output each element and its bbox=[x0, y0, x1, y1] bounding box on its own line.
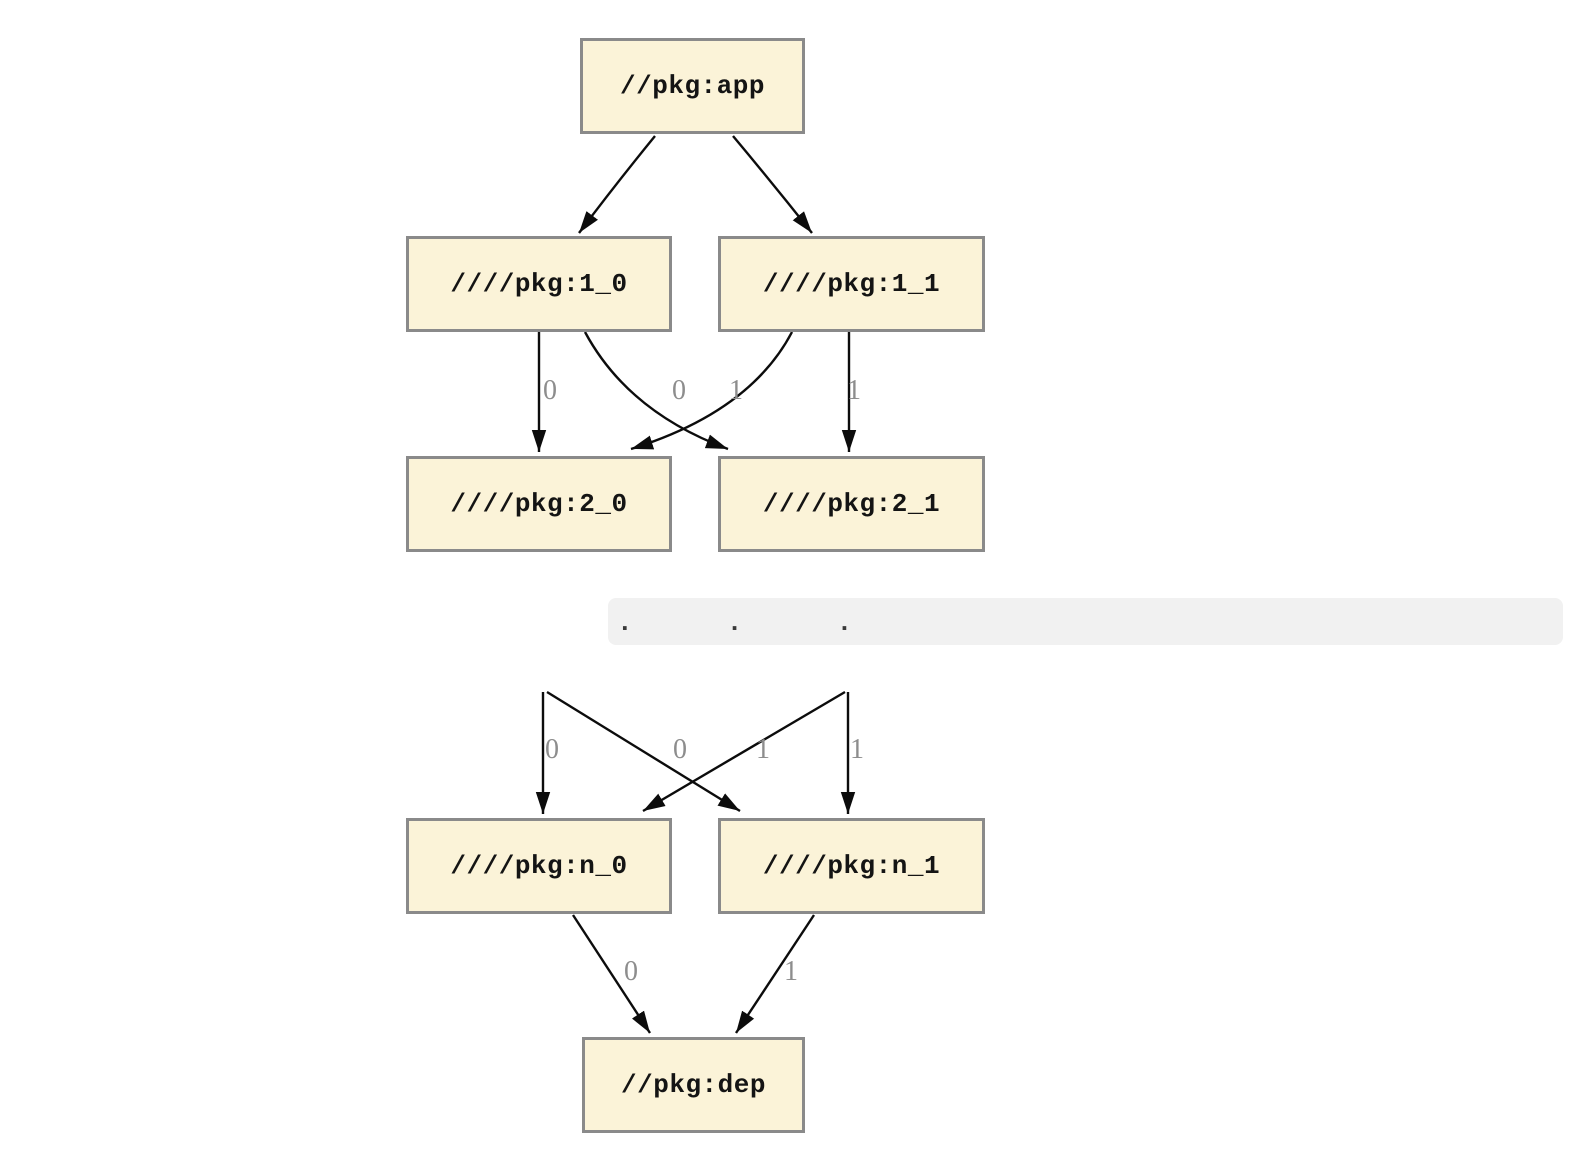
node-label: ////pkg:1_0 bbox=[450, 269, 628, 299]
node-pkg-dep: //pkg:dep bbox=[582, 1037, 805, 1133]
node-pkg-2_0: ////pkg:2_0 bbox=[406, 456, 672, 552]
ellipsis-dots: . . . bbox=[617, 608, 874, 638]
edge-label: 1 bbox=[784, 956, 798, 987]
edge-1_0-to-2_1 bbox=[583, 331, 729, 451]
node-pkg-n_1: ////pkg:n_1 bbox=[718, 818, 985, 914]
node-pkg-2_1: ////pkg:2_1 bbox=[718, 456, 985, 552]
node-label: ////pkg:n_1 bbox=[762, 851, 941, 881]
node-pkg-1_0: ////pkg:1_0 bbox=[406, 236, 672, 332]
node-label: //pkg:app bbox=[620, 71, 765, 101]
edge-n_1-to-dep bbox=[734, 914, 816, 1034]
edge-label: 0 bbox=[672, 375, 686, 406]
node-pkg-1_1: ////pkg:1_1 bbox=[718, 236, 985, 332]
node-label: //pkg:dep bbox=[621, 1070, 766, 1100]
edge-label: 1 bbox=[850, 734, 864, 765]
node-label: ////pkg:2_0 bbox=[450, 489, 628, 519]
node-pkg-n_0: ////pkg:n_0 bbox=[406, 818, 672, 914]
edge-label: 0 bbox=[624, 956, 638, 987]
edge-n_0-to-dep bbox=[571, 914, 652, 1034]
edge-label: 1 bbox=[756, 734, 770, 765]
edge-elided-to-n_1-cross bbox=[546, 690, 741, 813]
node-label: ////pkg:1_1 bbox=[762, 269, 941, 299]
node-label: ////pkg:2_1 bbox=[762, 489, 941, 519]
edge-label: 0 bbox=[543, 375, 557, 406]
edge-label: 0 bbox=[673, 734, 687, 765]
edge-label: 1 bbox=[847, 375, 861, 406]
edge-1_1-to-2_0 bbox=[630, 331, 794, 451]
node-label: ////pkg:n_0 bbox=[450, 851, 628, 881]
edge-app-to-1_1 bbox=[732, 135, 813, 234]
edge-label: 0 bbox=[545, 734, 559, 765]
ellipsis-band: . . . bbox=[608, 598, 1563, 645]
edge-label: 1 bbox=[729, 375, 743, 406]
node-pkg-app: //pkg:app bbox=[580, 38, 805, 134]
edge-app-to-1_0 bbox=[578, 135, 656, 234]
